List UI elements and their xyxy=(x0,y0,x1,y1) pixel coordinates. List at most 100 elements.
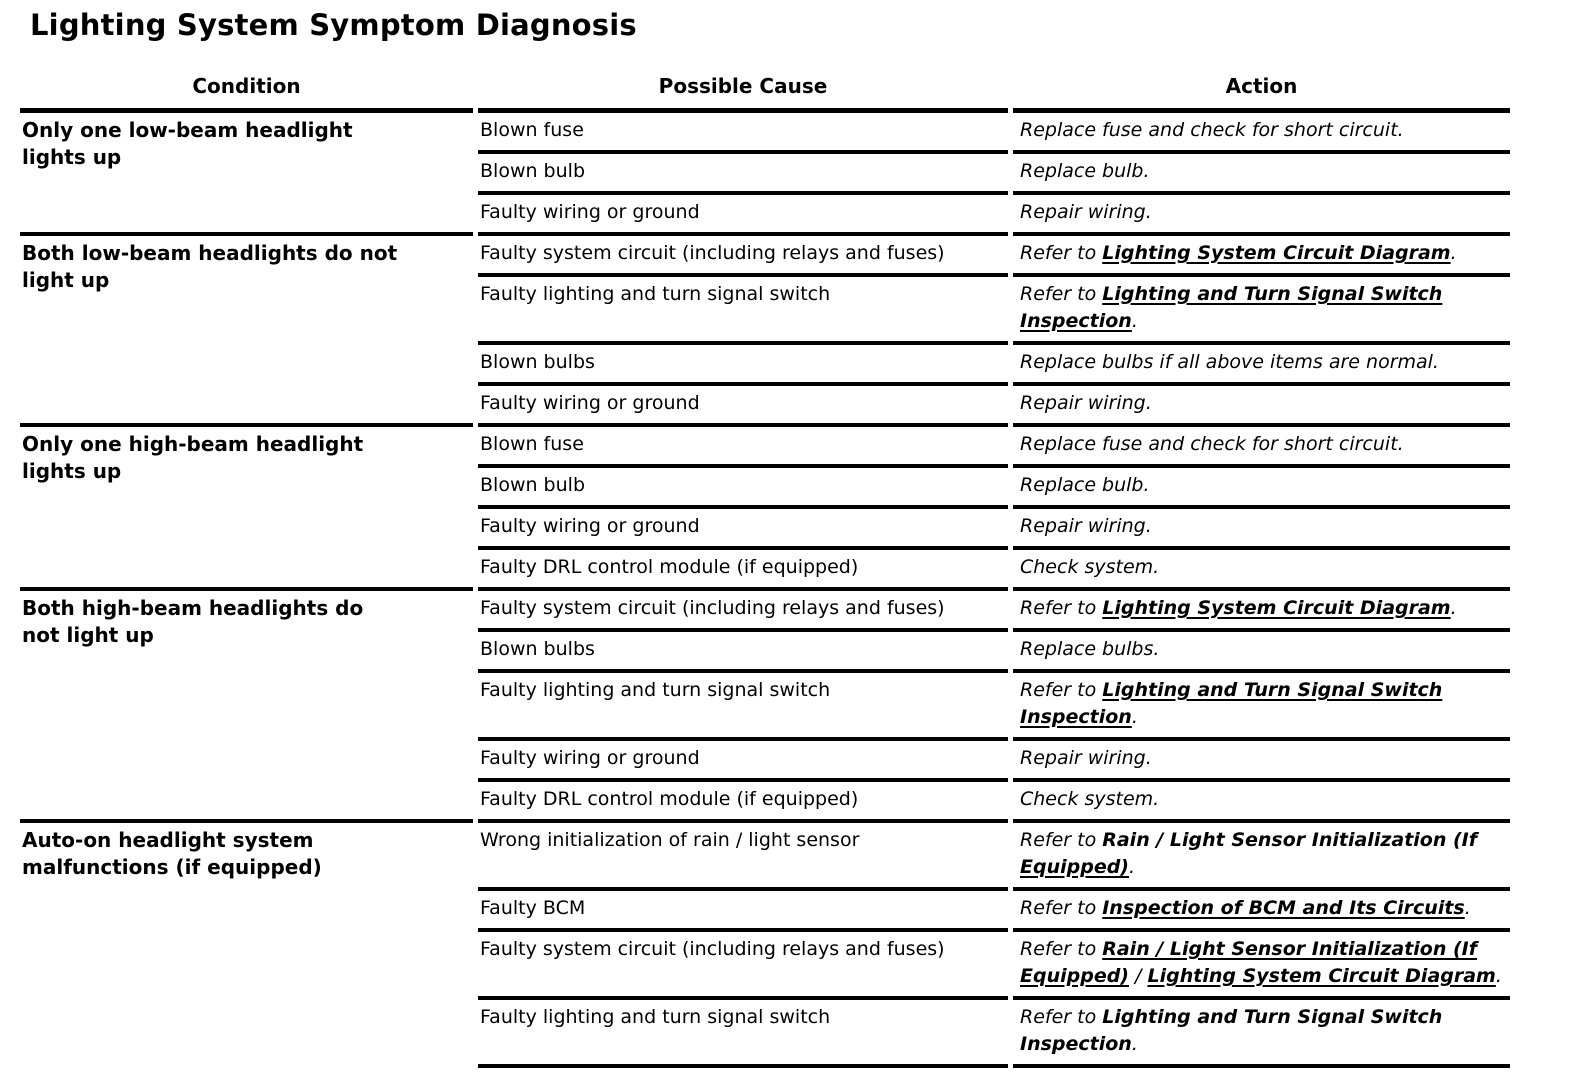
possible-cause-cell: Blown bulbs xyxy=(478,632,1008,673)
reference-link[interactable]: Rain / Light Sensor Initialization (If xyxy=(1102,829,1478,851)
action-text: . xyxy=(1129,856,1136,878)
condition-cell: Auto-on headlight system malfunctions (i… xyxy=(22,828,322,879)
possible-cause-cell: Faulty lighting and turn signal switch xyxy=(478,1000,1008,1068)
action-text: Repair wiring. xyxy=(1020,515,1152,537)
action-cell: Refer to Lighting System Circuit Diagram… xyxy=(1013,236,1510,277)
action-cell: Check system. xyxy=(1013,550,1510,591)
action-text: Refer to xyxy=(1020,597,1103,619)
action-cell: Replace bulb. xyxy=(1013,468,1510,509)
possible-cause-cell: Faulty wiring or ground xyxy=(478,509,1008,550)
action-text: Replace bulbs if all above items are nor… xyxy=(1020,351,1439,373)
table-row: Faulty DRL control module (if equipped) C… xyxy=(20,550,1510,591)
reference-link[interactable]: Rain / Light Sensor Initialization (If E… xyxy=(1020,938,1478,987)
page-title: Lighting System Symptom Diagnosis xyxy=(30,8,637,42)
possible-cause-cell: Faulty wiring or ground xyxy=(478,741,1008,782)
action-cell: Replace bulbs if all above items are nor… xyxy=(1013,345,1510,386)
action-text: Refer to xyxy=(1020,679,1103,701)
action-text: Replace fuse and check for short circuit… xyxy=(1020,433,1404,455)
table-row: Faulty wiring or ground Repair wiring. xyxy=(20,195,1510,236)
reference-link[interactable]: Inspection of BCM and Its Circuits xyxy=(1102,897,1465,919)
action-cell: Replace fuse and check for short circuit… xyxy=(1013,427,1510,468)
possible-cause-cell: Faulty BCM xyxy=(478,891,1008,932)
reference-link[interactable]: Lighting and Turn Signal Switch Inspecti… xyxy=(1020,679,1443,728)
action-cell: Check system. xyxy=(1013,782,1510,823)
table-row: Both low-beam headlights do not light up… xyxy=(20,236,1510,427)
table-row: Auto-on headlight system malfunctions (i… xyxy=(20,823,1510,891)
action-cell: Refer to Rain / Light Sensor Initializat… xyxy=(1013,932,1510,1000)
possible-cause-cell: Faulty lighting and turn signal switch xyxy=(478,673,1008,741)
action-text: Repair wiring. xyxy=(1020,201,1152,223)
possible-cause-cell: Faulty system circuit (including relays … xyxy=(478,932,1008,1000)
reference-link[interactable]: Equipped) xyxy=(1020,856,1129,878)
action-text: Refer to xyxy=(1020,938,1103,960)
action-cell: Repair wiring. xyxy=(1013,741,1510,782)
action-cell: Refer to Rain / Light Sensor Initializat… xyxy=(1013,823,1510,891)
action-cell: Replace bulb. xyxy=(1013,154,1510,195)
possible-cause-cell: Blown bulb xyxy=(478,154,1008,195)
action-text: . xyxy=(1131,706,1138,728)
action-text: Refer to xyxy=(1020,829,1103,851)
possible-cause-cell: Faulty system circuit (including relays … xyxy=(478,591,1008,632)
action-text: Replace fuse and check for short circuit… xyxy=(1020,119,1404,141)
action-cell: Refer to Lighting and Turn Signal Switch… xyxy=(1013,673,1510,741)
reference-link[interactable]: Lighting and Turn Signal Switch Inspecti… xyxy=(1020,283,1443,332)
possible-cause-cell: Blown bulb xyxy=(478,468,1008,509)
table-row: Faulty DRL control module (if equipped) C… xyxy=(20,782,1510,823)
action-text: Replace bulbs. xyxy=(1020,638,1160,660)
table-row: Blown bulb Replace bulb. xyxy=(20,154,1510,195)
reference-link[interactable]: Lighting and Turn Signal Switch Inspecti… xyxy=(1020,1006,1443,1055)
action-cell: Refer to Lighting and Turn Signal Switch… xyxy=(1013,277,1510,345)
table-header-row: Condition Possible Cause Action xyxy=(20,68,1510,113)
action-cell: Replace bulbs. xyxy=(1013,632,1510,673)
possible-cause-cell: Faulty DRL control module (if equipped) xyxy=(478,550,1008,591)
condition-cell: Only one high-beam headlight lights up xyxy=(20,427,473,591)
action-text: . xyxy=(1131,1033,1138,1055)
possible-cause-cell: Blown fuse xyxy=(478,113,1008,154)
action-text: . xyxy=(1131,310,1138,332)
action-cell: Replace fuse and check for short circuit… xyxy=(1013,113,1510,154)
action-text: Replace bulb. xyxy=(1020,474,1150,496)
action-text: . xyxy=(1495,965,1502,987)
action-text: / xyxy=(1129,965,1148,987)
possible-cause-cell: Faulty wiring or ground xyxy=(478,386,1008,427)
action-cell: Refer to Lighting System Circuit Diagram… xyxy=(1013,591,1510,632)
reference-link[interactable]: Lighting System Circuit Diagram xyxy=(1102,242,1451,264)
column-header-condition: Condition xyxy=(20,68,473,113)
column-header-action: Action xyxy=(1013,68,1510,113)
action-cell: Refer to Inspection of BCM and Its Circu… xyxy=(1013,891,1510,932)
action-cell: Repair wiring. xyxy=(1013,509,1510,550)
possible-cause-cell: Blown bulbs xyxy=(478,345,1008,386)
condition-cell: Both low-beam headlights do not light up xyxy=(20,236,473,427)
action-cell: Repair wiring. xyxy=(1013,386,1510,427)
action-text: Replace bulb. xyxy=(1020,160,1150,182)
table-row: Blown bulbs Replace bulbs if all above it… xyxy=(20,345,1510,386)
table-row: Blown bulb Replace bulb. xyxy=(20,468,1510,509)
action-text: . xyxy=(1450,597,1457,619)
column-header-possible-cause: Possible Cause xyxy=(478,68,1008,113)
possible-cause-cell: Faulty system circuit (including relays … xyxy=(478,236,1008,277)
action-text: . xyxy=(1464,897,1471,919)
possible-cause-cell: Faulty DRL control module (if equipped) xyxy=(478,782,1008,823)
table-row: Both high-beam headlights do not light u… xyxy=(20,591,1510,823)
action-text: Check system. xyxy=(1020,788,1160,810)
condition-cell: Only one low-beam headlight lights up xyxy=(20,113,473,236)
table-row: Faulty system circuit (including relays … xyxy=(20,932,1510,1000)
reference-link[interactable]: Lighting System Circuit Diagram xyxy=(1147,965,1496,987)
table-row: Faulty wiring or ground Repair wiring. xyxy=(20,509,1510,550)
action-text: Refer to xyxy=(1020,242,1103,264)
condition-cell: Both high-beam headlights do not light u… xyxy=(20,591,473,823)
symptom-diagnosis-table: Condition Possible Cause Action Only one… xyxy=(15,68,1515,1068)
action-text: Check system. xyxy=(1020,556,1160,578)
reference-link[interactable]: Lighting System Circuit Diagram xyxy=(1102,597,1451,619)
possible-cause-cell: Faulty wiring or ground xyxy=(478,195,1008,236)
possible-cause-cell: Faulty lighting and turn signal switch xyxy=(478,277,1008,345)
